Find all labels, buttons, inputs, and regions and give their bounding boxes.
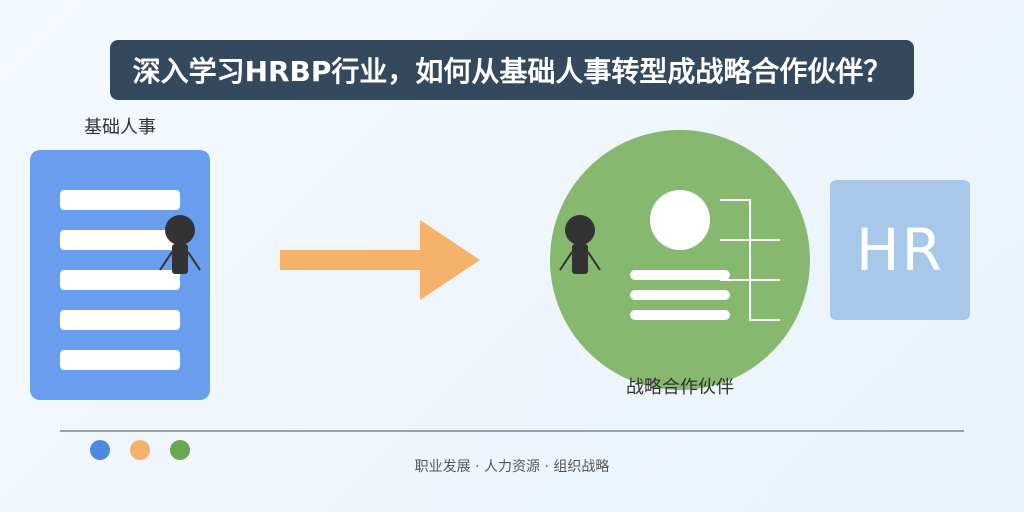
profile-avatar-icon bbox=[650, 190, 710, 250]
green-dot bbox=[170, 440, 190, 460]
profile-text-line bbox=[630, 290, 730, 300]
transition-arrow-icon bbox=[280, 220, 480, 300]
orange-dot bbox=[130, 440, 150, 460]
hr-badge: HR bbox=[830, 180, 970, 320]
document-line bbox=[60, 190, 180, 210]
document-line bbox=[60, 270, 180, 290]
title-banner: 深入学习HRBP行业，如何从基础人事转型成战略合作伙伴？ bbox=[110, 40, 914, 100]
document-line bbox=[60, 350, 180, 370]
person-icon bbox=[559, 215, 601, 274]
blue-dot bbox=[90, 440, 110, 460]
document-icon bbox=[30, 150, 210, 400]
hr-badge-text: HR bbox=[856, 216, 944, 284]
profile-text-line bbox=[630, 310, 730, 320]
person-icon bbox=[159, 215, 201, 274]
strategic-partner-label: 战略合作伙伴 bbox=[626, 377, 734, 398]
document-line bbox=[60, 310, 180, 330]
page-title: 深入学习HRBP行业，如何从基础人事转型成战略合作伙伴？ bbox=[132, 55, 892, 88]
basic-hr-label: 基础人事 bbox=[84, 117, 156, 138]
profile-text-line bbox=[630, 270, 730, 280]
org-chart-icon bbox=[720, 199, 780, 321]
footer-tags: 职业发展 · 人力资源 · 组织战略 bbox=[414, 459, 610, 475]
footer-divider bbox=[60, 430, 964, 432]
document-line bbox=[60, 230, 180, 250]
